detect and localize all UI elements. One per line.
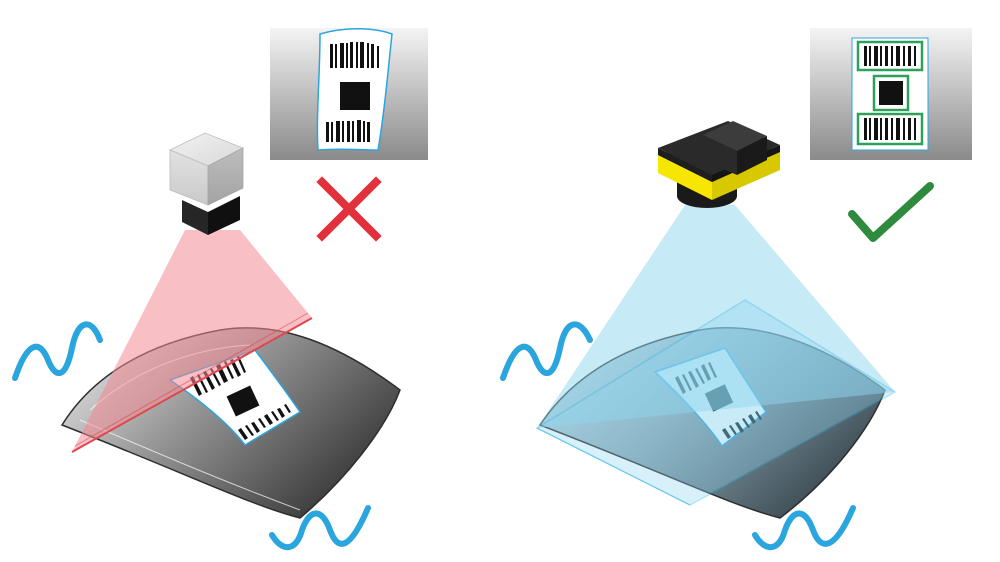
laser-line-beam [72, 230, 312, 452]
area-scan-camera-icon [658, 121, 780, 208]
corrected-label-thumbnail [810, 28, 972, 160]
linear-barcode-bottom [238, 404, 291, 440]
cross-icon [316, 176, 382, 242]
laser-scan-line [71, 317, 313, 453]
left-panel-line-scan [12, 27, 428, 551]
2d-datamatrix-code [226, 385, 260, 417]
area-scan-field-of-view [537, 205, 895, 428]
checkmark-icon [848, 182, 934, 242]
vibration-wave-icon [752, 505, 856, 551]
vibration-wave-icon [269, 505, 371, 551]
right-panel-area-scan [500, 28, 972, 551]
vibration-wave-icon [500, 321, 593, 381]
distorted-label-thumbnail [270, 27, 428, 160]
line-scan-camera-icon [169, 132, 244, 235]
vibration-wave-icon [12, 321, 103, 381]
